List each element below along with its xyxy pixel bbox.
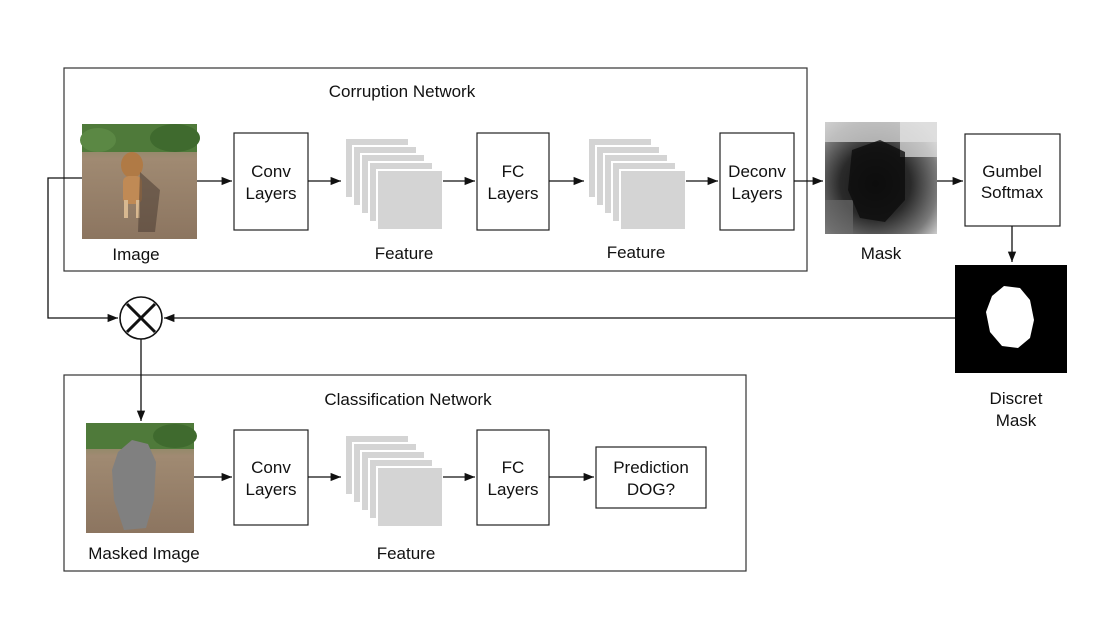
mask-label: Mask xyxy=(861,244,902,263)
multiply-node xyxy=(119,296,163,340)
mask-image xyxy=(825,122,937,234)
cls-conv-layers-box xyxy=(233,429,309,526)
gumbel-softmax-box xyxy=(964,133,1061,227)
fc-layers-line2: Layers xyxy=(487,184,538,203)
deconv-layers-line2: Layers xyxy=(731,184,782,203)
cls-fc-layers-box xyxy=(476,429,550,526)
deconv-layers-line1: Deconv xyxy=(728,162,786,181)
discrete-mask-line2: Mask xyxy=(996,411,1037,430)
feature-map-stack-1 xyxy=(344,137,444,231)
feature1-label: Feature xyxy=(375,244,434,263)
cls-fc-line2: Layers xyxy=(487,480,538,499)
feature2-label: Feature xyxy=(607,243,666,262)
dog-image xyxy=(80,124,200,239)
cls-conv-line2: Layers xyxy=(245,480,296,499)
gumbel-line2: Softmax xyxy=(981,183,1044,202)
masked-image xyxy=(86,423,197,533)
cls-feature-label: Feature xyxy=(377,544,436,563)
discrete-mask-image xyxy=(955,265,1067,373)
gumbel-line1: Gumbel xyxy=(982,162,1042,181)
corruption-network-frame xyxy=(63,67,808,272)
conv-layers-line2: Layers xyxy=(245,184,296,203)
prediction-line1: Prediction xyxy=(613,458,689,477)
conv-layers-line1: Conv xyxy=(251,162,291,181)
deconv-layers-box xyxy=(719,132,795,231)
feature-map-stack-3 xyxy=(344,434,444,528)
conv-layers-box xyxy=(233,132,309,231)
feature-map-stack-2 xyxy=(587,137,687,231)
fc-layers-line1: FC xyxy=(502,162,525,181)
classification-network-title: Classification Network xyxy=(324,390,492,409)
discrete-mask-line1: Discret xyxy=(990,389,1043,408)
edges xyxy=(47,176,1017,482)
classification-network-frame xyxy=(63,374,747,572)
image-label: Image xyxy=(112,245,159,264)
cls-conv-line1: Conv xyxy=(251,458,291,477)
fc-layers-box xyxy=(476,132,550,231)
prediction-box xyxy=(595,446,707,509)
masked-image-label: Masked Image xyxy=(88,544,200,563)
corruption-network-title: Corruption Network xyxy=(329,82,476,101)
prediction-line2: DOG? xyxy=(627,480,675,499)
cls-fc-line1: FC xyxy=(502,458,525,477)
